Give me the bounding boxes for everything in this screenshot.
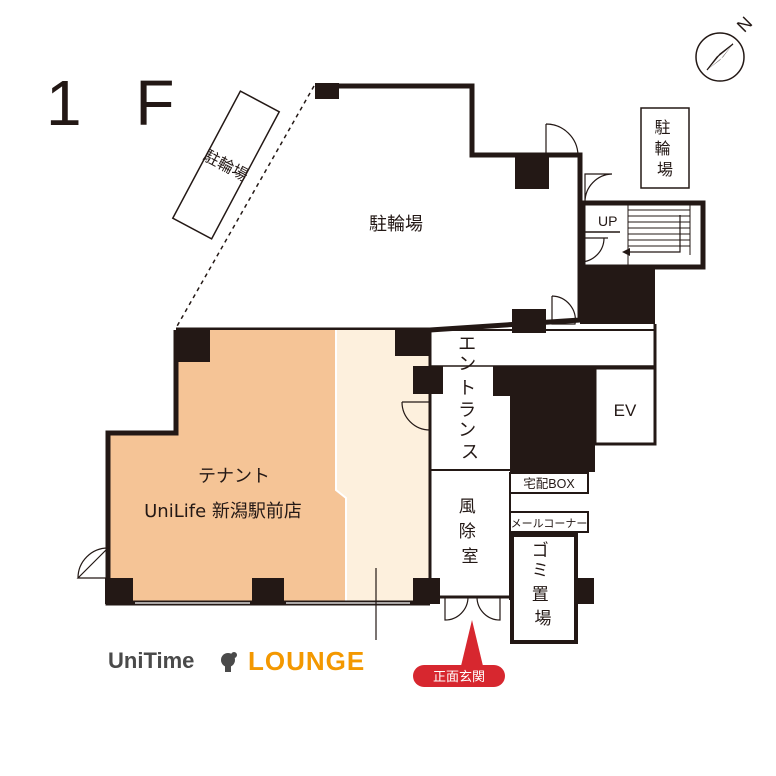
main-entrance-label: 正面玄関 — [433, 670, 485, 685]
outside-bicycle-parking-right-c2: 輪 — [654, 139, 670, 158]
outside-bicycle-parking-right: 駐 輪 場 — [640, 107, 690, 189]
bicycle-parking-main-label: 駐輪場 — [369, 214, 423, 235]
column-7 — [315, 83, 339, 99]
column-2 — [395, 330, 430, 356]
column-4 — [105, 578, 133, 604]
outside-bicycle-parking-right-c1: 駐 — [654, 118, 670, 137]
tenant-lounge-divider — [335, 330, 347, 601]
unitime-lounge-logo: UniTime LOUNGE — [108, 646, 365, 676]
column-5 — [252, 578, 284, 604]
svg-text:ゴ ミ 置 場: ゴ ミ 置 場 — [532, 540, 554, 629]
stair-block: UP — [580, 200, 706, 270]
mail-corner-label: メールコーナー — [511, 517, 588, 530]
column-1 — [176, 330, 210, 362]
delivery-box-label: 宅配BOX — [523, 476, 575, 491]
svg-text:風 除 室: 風 除 室 — [459, 497, 481, 567]
up-label: UP — [598, 213, 617, 229]
core-dark-block — [580, 266, 655, 324]
tenant-label-line2: UniLife 新潟駅前店 — [144, 501, 302, 522]
floor-label-text: 1 F — [46, 67, 192, 139]
column-6 — [413, 578, 440, 604]
columns — [105, 83, 594, 604]
logo-brand: UniTime — [108, 648, 194, 673]
ev-room: EV — [593, 366, 657, 446]
outside-bicycle-parking-right-c3: 場 — [657, 160, 673, 179]
column-3 — [413, 366, 443, 394]
ev-label: EV — [614, 401, 637, 420]
floor-label: 1 F — [46, 67, 192, 139]
compass-icon — [695, 32, 745, 82]
compass-north-label: N — [733, 13, 756, 36]
svg-text:駐 輪 場: 駐 輪 場 — [654, 118, 675, 179]
service-dark-block — [493, 366, 595, 472]
lounge-area — [336, 330, 430, 601]
outside-bicycle-parking-left: 駐輪場 — [171, 90, 281, 240]
delivery-box: 宅配BOX — [509, 472, 589, 494]
tenant-label-line1: テナント — [198, 466, 270, 487]
mail-corner: メールコーナー — [509, 511, 589, 533]
main-entrance-badge: 正面玄関 — [413, 620, 505, 687]
tenant-area — [108, 330, 346, 601]
trash-room: ゴ ミ 置 場 — [510, 533, 578, 644]
door-swings — [76, 123, 613, 621]
windbreak-room: 風 除 室 — [430, 469, 511, 600]
site-boundary-line — [175, 85, 315, 329]
column-8 — [515, 155, 549, 189]
logo-sub: LOUNGE — [248, 646, 365, 676]
mascot-icon — [221, 652, 237, 672]
entrance-label: エ ン ト ラ ン ス — [458, 334, 482, 463]
svg-text:エ ン ト ラ: エ ン ト ラ ン ス — [458, 334, 482, 463]
